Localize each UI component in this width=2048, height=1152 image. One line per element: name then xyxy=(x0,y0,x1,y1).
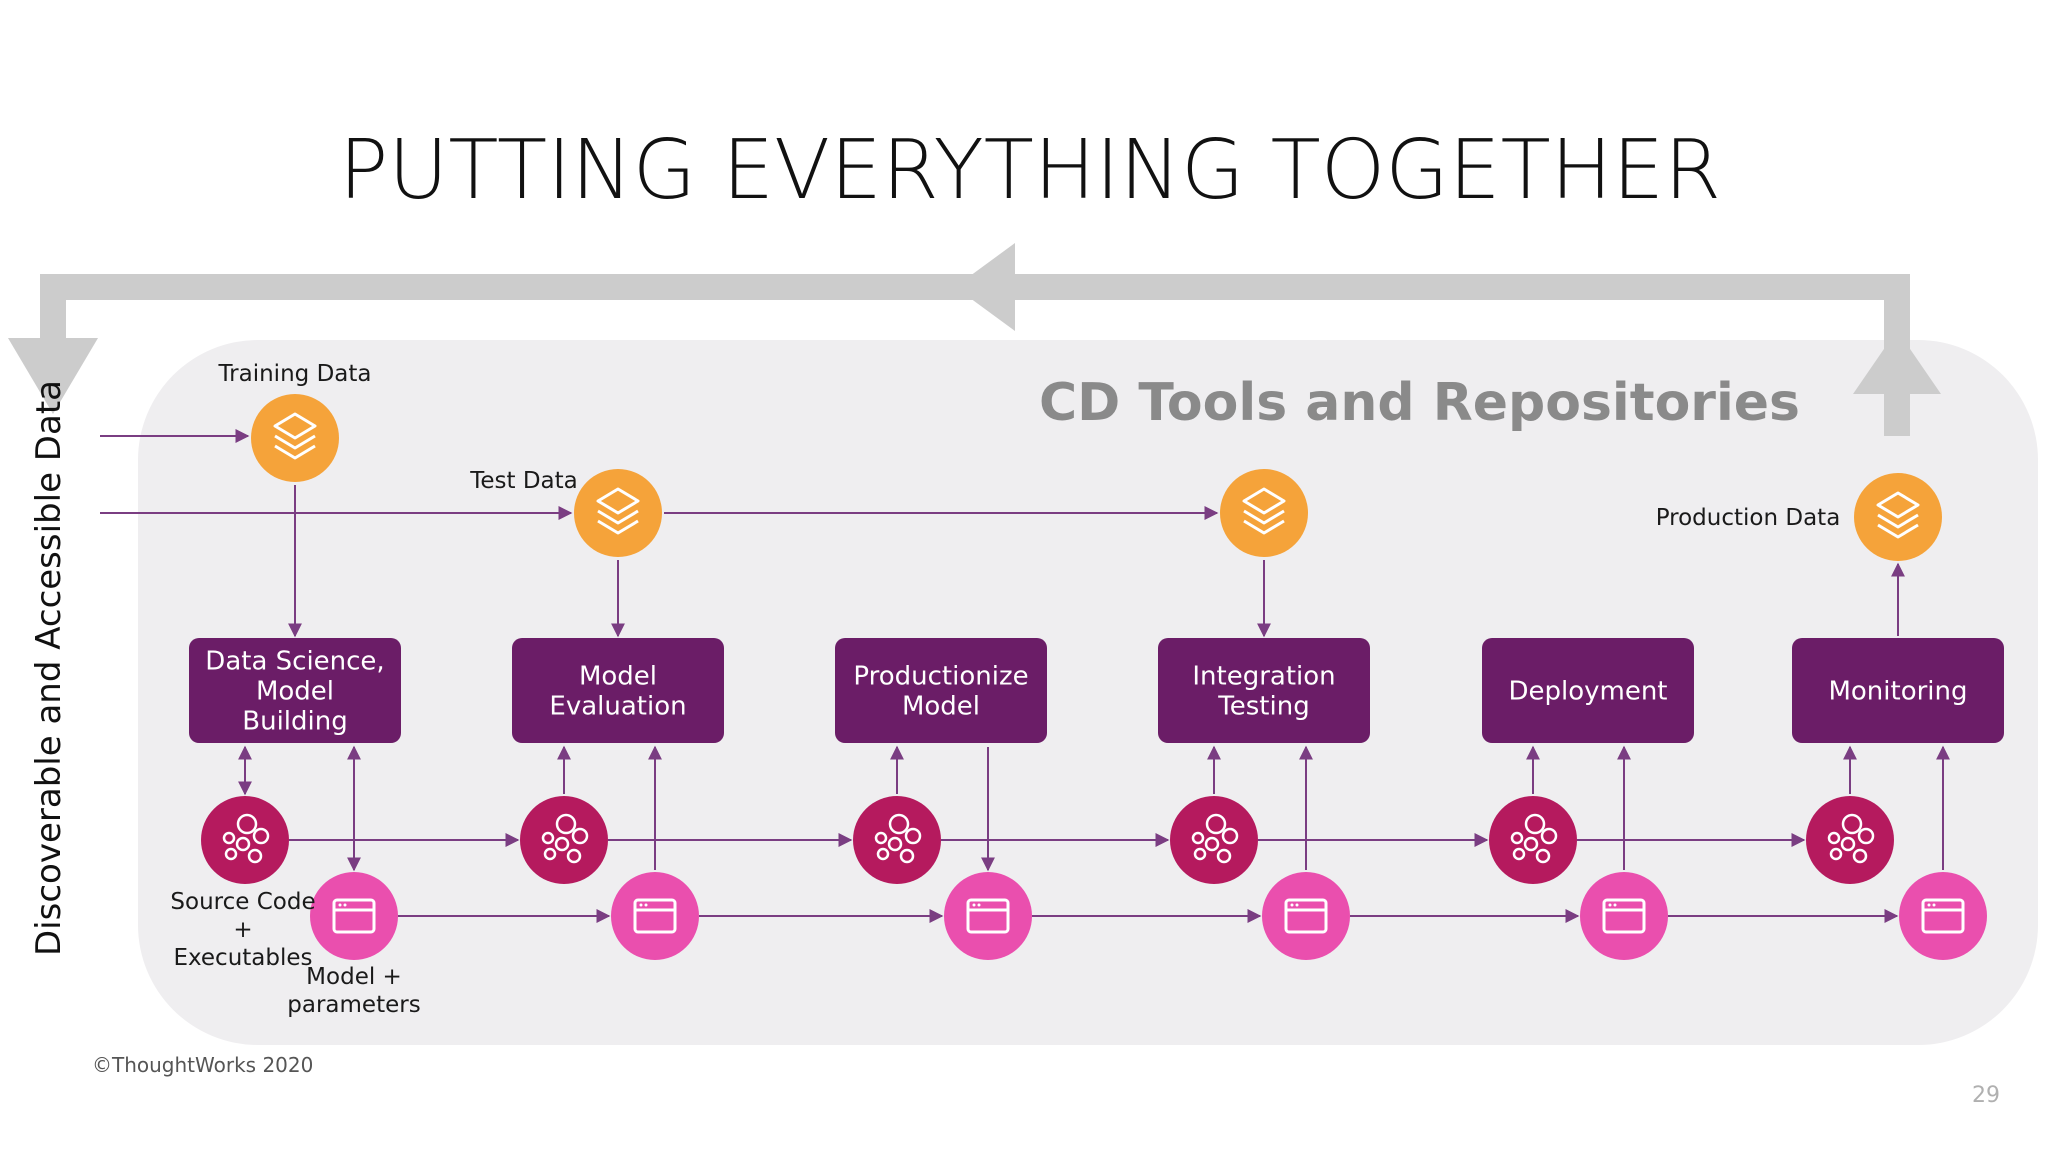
cd-tools-panel xyxy=(138,340,2038,1045)
model-node xyxy=(310,872,398,960)
feedback-arrow-left-icon xyxy=(955,243,1015,331)
stage-label: Model xyxy=(579,662,657,692)
model-window-icon xyxy=(1921,898,1965,934)
source-code-plus-label: + xyxy=(233,917,252,943)
model-window-icon xyxy=(332,898,376,934)
stage-label: Integration xyxy=(1192,662,1335,692)
model-window-icon xyxy=(966,898,1010,934)
stage-box xyxy=(189,638,401,743)
model-window-icon xyxy=(633,898,677,934)
executables-label: Executables xyxy=(173,945,312,971)
stage-box xyxy=(835,638,1047,743)
stage-box xyxy=(1482,638,1694,743)
stage-label: Productionize xyxy=(853,662,1028,692)
stages: Data Science,ModelBuildingModelEvaluatio… xyxy=(189,638,2004,743)
model-node xyxy=(1899,872,1987,960)
model-window-icon xyxy=(1602,898,1646,934)
code-node xyxy=(1170,796,1258,884)
model-params-label-2: parameters xyxy=(287,992,420,1018)
stage-label: Deployment xyxy=(1508,677,1667,707)
production-data-label: Production Data xyxy=(1656,505,1841,531)
source-code-bubbles-icon xyxy=(1827,813,1875,864)
source-code-label: Source Code xyxy=(170,889,315,915)
stage-label: Model xyxy=(902,692,980,722)
database-stack-icon xyxy=(1876,491,1920,539)
model-params-label: Model + xyxy=(306,964,402,990)
model-node xyxy=(1580,872,1668,960)
model-window-icon xyxy=(1284,898,1328,934)
slide-title: PUTTING EVERYTHING TOGETHER xyxy=(339,123,1721,218)
page-number: 29 xyxy=(1972,1083,2000,1108)
test-data-label: Test Data xyxy=(469,468,578,494)
stage-box xyxy=(1792,638,2004,743)
data-node-production xyxy=(1854,473,1942,561)
copyright: ©ThoughtWorks 2020 xyxy=(92,1053,313,1077)
source-code-bubbles-icon xyxy=(541,813,589,864)
model-node xyxy=(944,872,1032,960)
stage-deployment: Deployment xyxy=(1482,638,1694,743)
stage-label: Data Science, xyxy=(205,647,384,677)
code-node xyxy=(520,796,608,884)
source-code-bubbles-icon xyxy=(1191,813,1239,864)
code-node xyxy=(1489,796,1577,884)
training-data-label: Training Data xyxy=(218,361,372,387)
stage-box xyxy=(1158,638,1370,743)
stage-monitoring: Monitoring xyxy=(1792,638,2004,743)
database-stack-icon xyxy=(273,412,317,460)
database-stack-icon xyxy=(596,487,640,535)
side-label: Discoverable and Accessible Data xyxy=(29,380,69,956)
data-node-test xyxy=(574,469,662,557)
stage-label: Evaluation xyxy=(549,692,686,722)
model-node xyxy=(1262,872,1350,960)
code-node xyxy=(1806,796,1894,884)
source-code-bubbles-icon xyxy=(874,813,922,864)
stage-label: Building xyxy=(242,707,347,737)
database-stack-icon xyxy=(1242,487,1286,535)
feedback-arrow-down-icon xyxy=(8,338,98,414)
artifact-nodes xyxy=(201,796,1987,960)
data-node-training xyxy=(251,394,339,482)
stage-box xyxy=(512,638,724,743)
feedback-arrow-up-icon xyxy=(1853,330,1941,394)
data-node-integration xyxy=(1220,469,1308,557)
data-sources xyxy=(251,394,1942,561)
flow-lines xyxy=(100,429,1950,923)
panel-title: CD Tools and Repositories xyxy=(1039,373,1800,433)
source-code-bubbles-icon xyxy=(222,813,270,864)
source-code-bubbles-icon xyxy=(1510,813,1558,864)
code-node xyxy=(201,796,289,884)
model-node xyxy=(611,872,699,960)
stage-label: Testing xyxy=(1217,692,1309,722)
code-node xyxy=(853,796,941,884)
stage-label: Monitoring xyxy=(1828,677,1967,707)
stage-label: Model xyxy=(256,677,334,707)
feedback-loop-arrow xyxy=(8,243,1941,436)
